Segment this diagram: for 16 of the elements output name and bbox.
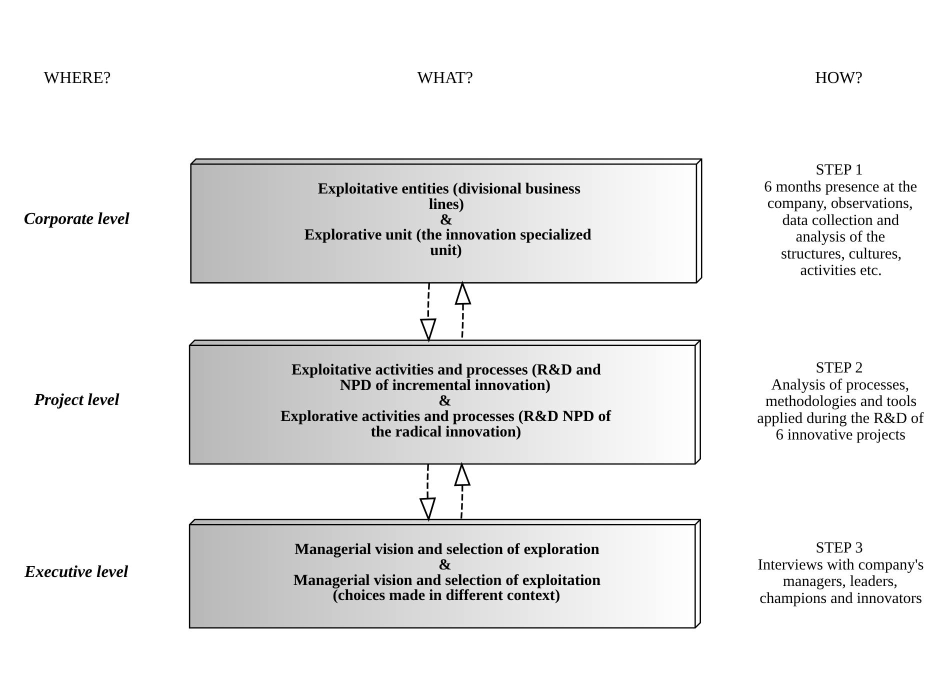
label: Executive level [24, 562, 128, 581]
arrow [419, 464, 436, 522]
arrow [454, 280, 472, 340]
label: Interviews with company's managers, leaders, champions and innovators [758, 556, 924, 607]
arrow [420, 283, 437, 343]
label: STEP 2 [816, 360, 863, 377]
label: STEP 3 [816, 540, 863, 557]
arrow [454, 462, 471, 520]
label: HOW? [815, 68, 863, 87]
label: WHAT? [417, 68, 474, 87]
label: 6 months presence at the company, observations, data collection and analysis of the structures, cultures, activities etc. [764, 178, 918, 280]
label: STEP 1 [816, 162, 863, 179]
label: WHERE? [44, 68, 111, 87]
label: Analysis of processes, methodologies and tools applied during the R&D of 6 innovative projects [757, 376, 924, 444]
label: Corporate level [24, 208, 130, 228]
label: Project level [34, 390, 120, 410]
